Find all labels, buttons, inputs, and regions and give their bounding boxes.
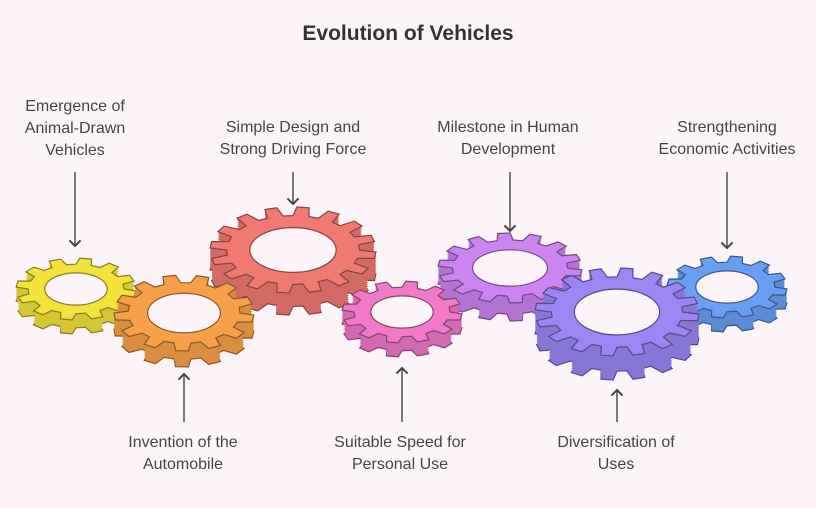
- label-animal-drawn-vehicles: Emergence of Animal-Drawn Vehicles: [24, 98, 126, 159]
- gear-red: [209, 206, 377, 316]
- label-personal-use: Suitable Speed for Personal Use: [334, 434, 466, 473]
- gear-pink: [341, 280, 463, 358]
- gear-blue: [666, 255, 788, 333]
- label-diversification: Diversification of Uses: [557, 434, 675, 473]
- gear-orange: [113, 274, 255, 368]
- label-economic-activities: Strengthening Economic Activities: [658, 119, 796, 158]
- gear-violet: [437, 232, 583, 322]
- diagram-title: Evolution of Vehicles: [302, 22, 514, 45]
- label-milestone: Milestone in Human Development: [437, 119, 579, 158]
- gear-purple: [534, 267, 700, 381]
- label-simple-design: Simple Design and Strong Driving Force: [219, 119, 367, 158]
- label-automobile: Invention of the Automobile: [128, 434, 238, 473]
- gear-yellow: [15, 257, 137, 335]
